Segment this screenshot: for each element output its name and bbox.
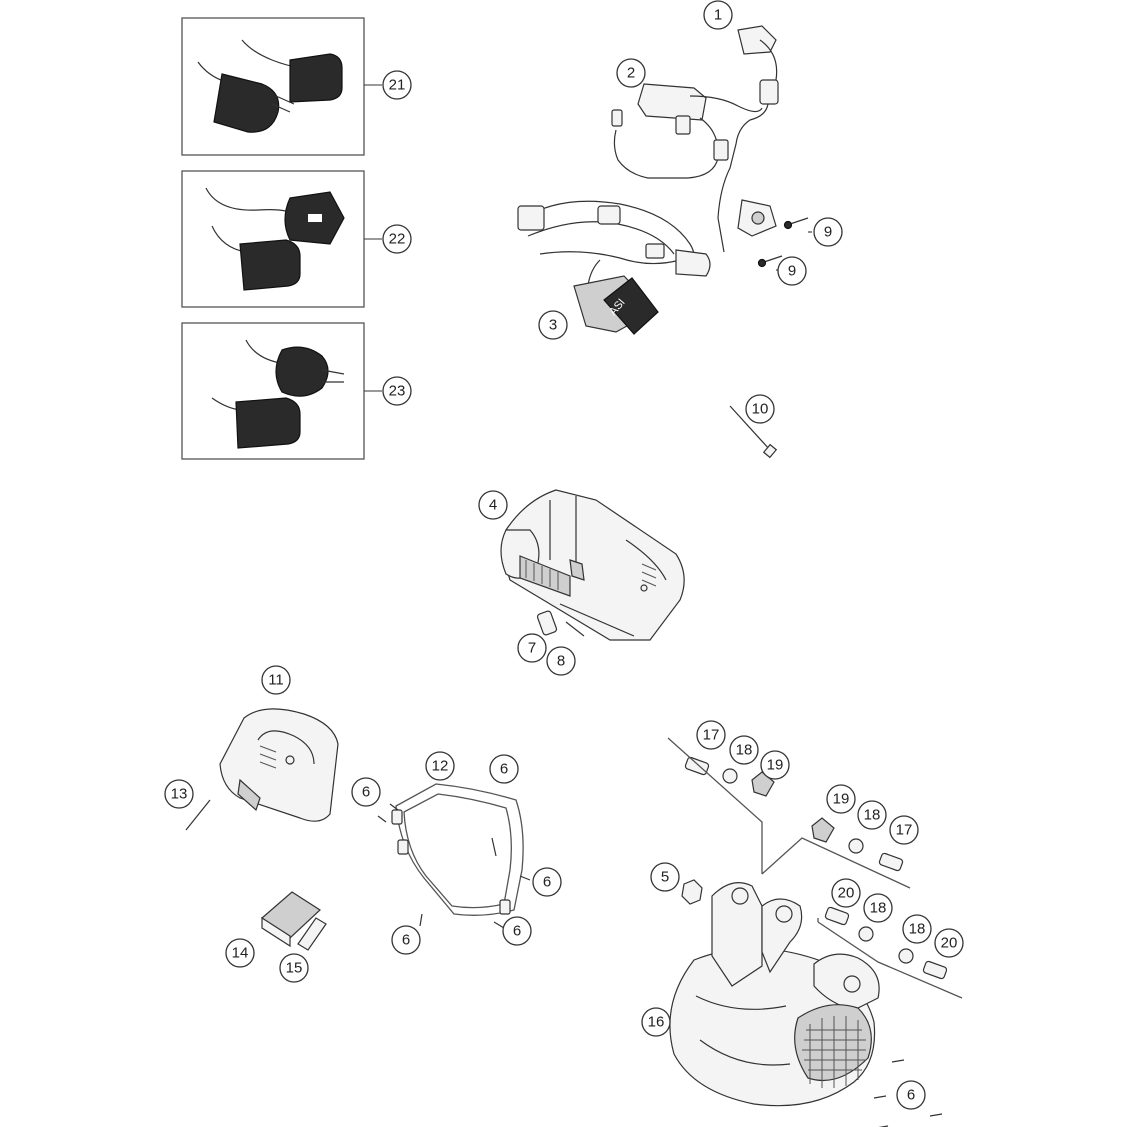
callout-18a: 18 [729, 735, 759, 765]
svg-text:18: 18 [909, 921, 926, 938]
power-cable-au [181, 322, 365, 460]
wiring-harness [611, 25, 779, 253]
screw-9b [757, 255, 783, 268]
callout-6e: 6 [391, 925, 421, 955]
drive-motor [669, 882, 880, 1107]
svg-text:19: 19 [833, 791, 850, 808]
callout-20a: 20 [831, 878, 861, 908]
callout-1: 1 [703, 0, 733, 30]
callout-17a: 17 [696, 720, 726, 750]
callout-18b: 18 [857, 800, 887, 830]
callout-8: 8 [546, 646, 576, 676]
battery-frame [391, 783, 524, 916]
callout-6d: 6 [502, 916, 532, 946]
mount-group-brackets [667, 737, 963, 999]
svg-text:11: 11 [268, 672, 284, 689]
mount-bolts [684, 756, 948, 980]
callout-19a: 19 [760, 750, 790, 780]
callout-10: 10 [745, 394, 775, 424]
control-unit-harness: ASI [517, 200, 711, 335]
svg-text:6: 6 [907, 1087, 915, 1104]
callout-11: 11 [261, 665, 291, 695]
svg-text:19: 19 [767, 757, 784, 774]
svg-text:20: 20 [838, 885, 855, 902]
callout-4: 4 [478, 490, 508, 520]
svg-text:18: 18 [870, 900, 887, 917]
callout-18d: 18 [902, 914, 932, 944]
callout-13: 13 [164, 779, 194, 809]
svg-text:13: 13 [171, 786, 188, 803]
callout-7: 7 [517, 633, 547, 663]
callout-23: 23 [382, 376, 412, 406]
svg-text:17: 17 [896, 822, 913, 839]
callout-22: 22 [382, 224, 412, 254]
svg-text:6: 6 [402, 932, 410, 949]
svg-text:23: 23 [389, 383, 406, 400]
svg-text:18: 18 [864, 807, 881, 824]
locking-pin [185, 799, 211, 831]
svg-text:4: 4 [489, 497, 497, 514]
battery-pack [500, 489, 685, 641]
callout-6c: 6 [532, 867, 562, 897]
svg-text:9: 9 [824, 224, 832, 241]
svg-text:5: 5 [661, 869, 669, 886]
callout-17b: 17 [889, 815, 919, 845]
svg-text:21: 21 [389, 77, 406, 94]
svg-text:22: 22 [389, 231, 406, 248]
power-cable-uk [181, 170, 365, 308]
svg-text:3: 3 [549, 317, 557, 334]
callout-21: 21 [382, 70, 412, 100]
clip-14 [261, 891, 321, 948]
callout-12: 12 [425, 751, 455, 781]
callout-9a: 9 [813, 217, 843, 247]
callout-20b: 20 [934, 928, 964, 958]
svg-text:6: 6 [513, 923, 521, 940]
cable-tie [729, 405, 778, 459]
small-screws [377, 803, 531, 929]
callout-9b: 9 [777, 256, 807, 286]
callout-6b: 6 [489, 754, 519, 784]
svg-text:17: 17 [703, 727, 720, 744]
mount-bracket-5 [681, 879, 703, 905]
svg-text:6: 6 [362, 784, 370, 801]
svg-text:15: 15 [286, 960, 303, 977]
svg-text:16: 16 [648, 1014, 665, 1031]
battery-cover [219, 708, 339, 822]
callout-18c: 18 [863, 893, 893, 923]
svg-text:8: 8 [557, 653, 565, 670]
svg-text:6: 6 [543, 874, 551, 891]
callout-5: 5 [650, 862, 680, 892]
battery-small-parts [536, 610, 585, 637]
callout-6a: 6 [351, 777, 381, 807]
svg-text:18: 18 [736, 742, 753, 759]
svg-text:12: 12 [432, 758, 449, 775]
svg-text:6: 6 [500, 761, 508, 778]
clip-15 [297, 917, 327, 951]
callout-14: 14 [225, 938, 255, 968]
svg-text:2: 2 [627, 65, 635, 82]
power-cable-eu [181, 17, 365, 156]
callout-3: 3 [538, 310, 568, 340]
svg-text:10: 10 [752, 401, 769, 418]
callout-2: 2 [616, 58, 646, 88]
screw-9a [783, 217, 809, 230]
svg-text:14: 14 [232, 945, 249, 962]
svg-text:1: 1 [714, 7, 722, 24]
svg-text:20: 20 [941, 935, 958, 952]
callout-16: 16 [641, 1007, 671, 1037]
callout-19b: 19 [826, 784, 856, 814]
leader-lines [364, 84, 812, 392]
callout-6f: 6 [896, 1080, 926, 1110]
motor-screws [873, 1059, 943, 1127]
callout-15: 15 [279, 953, 309, 983]
svg-text:9: 9 [788, 263, 796, 280]
svg-text:7: 7 [528, 640, 536, 657]
